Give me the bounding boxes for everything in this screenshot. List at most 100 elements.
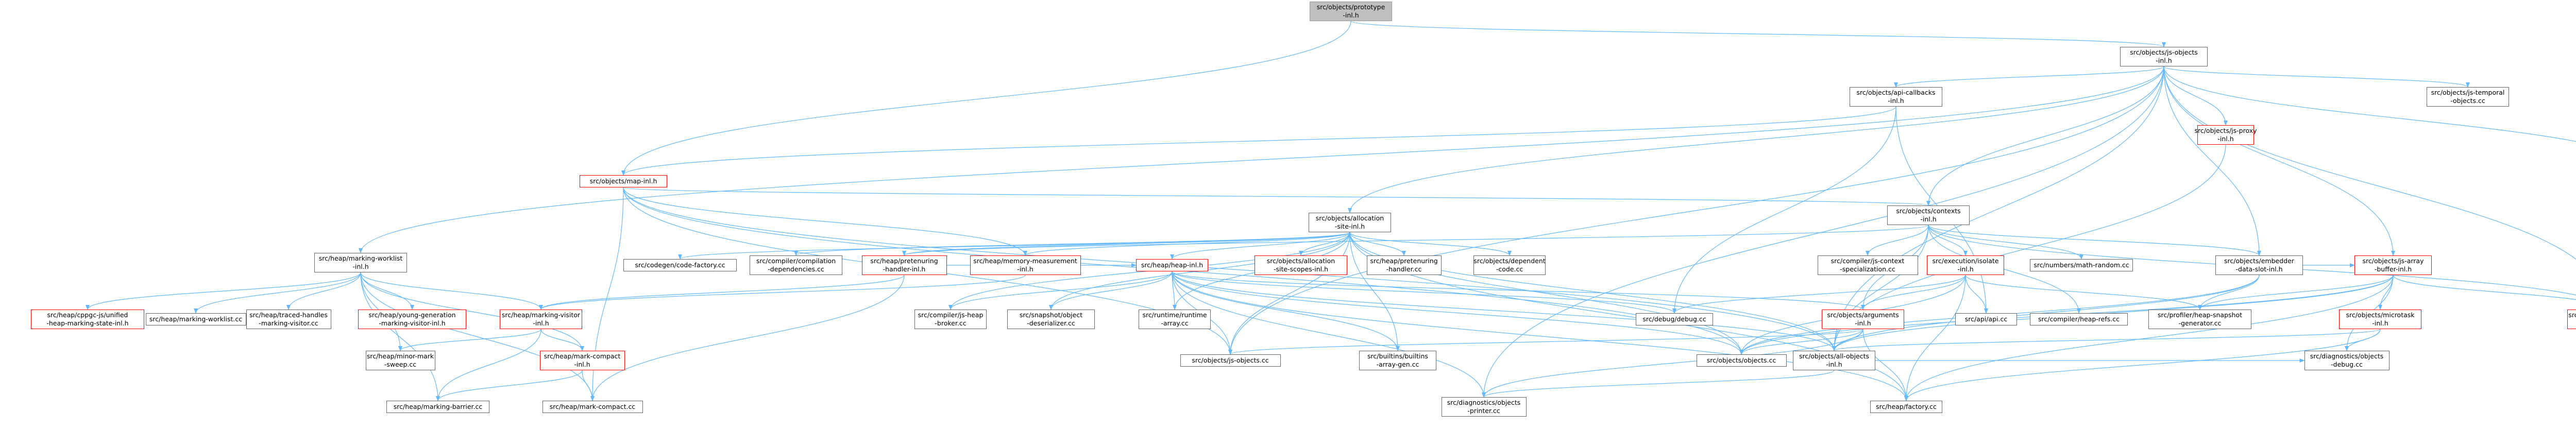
edge-root-to-jsobjects xyxy=(1350,21,2166,47)
node-label-line: src/heap/traced-handles xyxy=(249,311,328,319)
edge-jsarraybuffer-to-heapsnapshot xyxy=(2198,274,2394,310)
graph-node-heapbroker[interactable]: src/compiler/js-heap-broker.cc xyxy=(914,310,987,329)
edge-allocsite-to-heapinl xyxy=(1170,232,1350,260)
node-label-line: src/heap/factory.cc xyxy=(1876,403,1937,410)
graph-node-mapinl[interactable]: src/objects/map-inl.h xyxy=(580,175,667,187)
graph-node-heaprefs[interactable]: src/compiler/heap-refs.cc xyxy=(2030,313,2128,325)
node-label-line: -debug.cc xyxy=(2331,361,2363,368)
graph-node-jsobjectscc[interactable]: src/objects/js-objects.cc xyxy=(1180,354,1281,367)
node-label-line: src/heap/mark-compact xyxy=(544,352,621,360)
graph-node-ctxspec[interactable]: src/compiler/js-context-specialization.c… xyxy=(1817,255,1918,275)
graph-node-objectscc[interactable]: src/objects/objects.cc xyxy=(1696,354,1787,367)
edge-allocsite-to-pretenuring xyxy=(902,232,1350,256)
edge-heapinl-to-heapbroker xyxy=(948,271,1173,310)
graph-node-wasmobjects[interactable]: src/wasm/wasm-objects-inl.h xyxy=(2567,310,2576,329)
graph-node-markingworklist[interactable]: src/heap/marking-worklist-inl.h xyxy=(314,253,407,272)
edge-allocsite-to-compilerdeps xyxy=(794,232,1350,256)
graph-node-markcompactcc[interactable]: src/heap/mark-compact.cc xyxy=(542,401,643,413)
edge-markingworklist-to-pguardian xyxy=(86,272,361,310)
node-label-line: src/heap/marking-worklist.cc xyxy=(149,315,243,323)
graph-node-pguardian[interactable]: src/heap/cppgc-js/unified-heap-marking-s… xyxy=(31,310,144,329)
graph-node-allocsite[interactable]: src/objects/allocation-site-inl.h xyxy=(1309,213,1391,232)
graph-node-embedder[interactable]: src/objects/embedder-data-slot-inl.h xyxy=(2215,255,2303,275)
edge-embedder-to-heapsnapshot xyxy=(2198,274,2260,310)
edge-isolateinl-to-heapsnapshot xyxy=(1965,274,2202,310)
node-label-line: -broker.cc xyxy=(935,319,967,327)
graph-node-microtask[interactable]: src/objects/microtask-inl.h xyxy=(2339,310,2421,329)
node-label-line: src/compiler/js-context xyxy=(1831,257,1905,265)
graph-node-pretenuring[interactable]: src/heap/pretenuring-handler-inl.h xyxy=(861,255,947,275)
graph-node-heapsnapshot[interactable]: src/profiler/heap-snapshot-generator.cc xyxy=(2148,310,2251,329)
edge-isolateinl-to-factorycc xyxy=(1904,274,1966,401)
graph-node-markingvisitor[interactable]: src/heap/marking-visitor-inl.h xyxy=(500,310,582,329)
graph-node-root[interactable]: src/objects/prototype-inl.h xyxy=(1310,2,1392,21)
edge-isolateinl-to-debugdebug xyxy=(1672,274,1966,314)
node-label-line: src/objects/contexts xyxy=(1896,207,1961,215)
graph-node-builtinsarray[interactable]: src/builtins/builtins-array-gen.cc xyxy=(1359,351,1436,370)
node-label-line: src/execution/isolate xyxy=(1932,257,1999,265)
graph-node-mathrandom[interactable]: src/numbers/math-random.cc xyxy=(2030,259,2133,271)
node-label-line: src/objects/objects.cc xyxy=(1706,356,1776,364)
node-label-line: -inl.h xyxy=(1826,361,1842,368)
node-label-line: src/heap/marking-visitor xyxy=(501,311,581,319)
edge-pretenuring-to-markingvisitor xyxy=(539,274,905,310)
graph-node-heapinl[interactable]: src/heap/heap-inl.h xyxy=(1136,259,1208,271)
node-label-line: src/heap/young-generation xyxy=(368,311,456,319)
graph-node-objprinter[interactable]: src/diagnostics/objects-printer.cc xyxy=(1441,397,1527,417)
node-label-line: -inl.h xyxy=(352,263,369,270)
graph-node-mwcc[interactable]: src/heap/marking-worklist.cc xyxy=(145,313,246,325)
node-label-line: -inl.h xyxy=(1855,319,1871,327)
edge-contexts-to-ctxspec xyxy=(1866,225,1929,256)
edge-heapinl-to-objprinter xyxy=(1172,271,1486,398)
graph-node-allocscopes[interactable]: src/objects/allocation-site-scopes-inl.h xyxy=(1255,255,1347,275)
edge-allocsite-to-depcode xyxy=(1349,232,1512,256)
edge-markingvisitor-to-markcompactinl xyxy=(540,329,584,351)
graph-node-runtimearray[interactable]: src/runtime/runtime-array.cc xyxy=(1139,310,1211,329)
node-label-line: src/builtins/builtins xyxy=(1367,352,1428,360)
node-label-line: src/objects/js-objects.cc xyxy=(1192,356,1269,364)
graph-node-argumentsinl[interactable]: src/objects/arguments-inl.h xyxy=(1822,310,1904,329)
graph-node-contexts[interactable]: src/objects/contexts-inl.h xyxy=(1887,205,1970,225)
graph-node-depcode[interactable]: src/objects/dependent-code.cc xyxy=(1473,255,1546,275)
graph-node-jsproxy[interactable]: src/objects/js-proxy-inl.h xyxy=(2194,125,2257,145)
edge-markingworklist-to-markingvisitor xyxy=(360,272,543,310)
graph-node-debugdebug[interactable]: src/debug/debug.cc xyxy=(1636,313,1713,325)
node-label-line: -inl.h xyxy=(533,319,549,327)
graph-node-factorycc[interactable]: src/heap/factory.cc xyxy=(1870,401,1942,413)
node-label-line: src/heap/pretenuring xyxy=(870,257,938,265)
graph-node-compilerdeps[interactable]: src/compiler/compilation-dependencies.cc xyxy=(750,255,842,275)
graph-node-codefactory[interactable]: src/codegen/code-factory.cc xyxy=(623,259,737,271)
graph-node-allobjects[interactable]: src/objects/all-objects-inl.h xyxy=(1793,351,1875,370)
graph-node-markingbarrier[interactable]: src/heap/marking-barrier.cc xyxy=(386,401,489,413)
edge-argumentsinl-to-factorycc xyxy=(1862,329,1908,401)
node-label-line: src/runtime/runtime xyxy=(1142,311,1207,319)
node-label-line: src/debug/debug.cc xyxy=(1642,315,1706,323)
node-label-line: src/heap/minor-mark xyxy=(366,352,434,360)
edge-argumentsinl-to-objectscc xyxy=(1739,329,1863,355)
node-label-line: -inl.h xyxy=(1957,265,1974,273)
graph-node-apicc[interactable]: src/api/api.cc xyxy=(1955,313,2017,325)
graph-node-memmeasure[interactable]: src/heap/memory-measurement-inl.h xyxy=(970,255,1081,275)
node-label-line: -printer.cc xyxy=(1467,407,1500,415)
node-label-line: src/heap/memory-measurement xyxy=(973,257,1077,265)
graph-node-objdebug[interactable]: src/diagnostics/objects-debug.cc xyxy=(2304,351,2389,370)
graph-node-minormark[interactable]: src/heap/minor-mark-sweep.cc xyxy=(365,351,435,370)
graph-node-apicallbacks[interactable]: src/objects/api-callbacks-inl.h xyxy=(1850,87,1942,107)
graph-node-snapshotdeser[interactable]: src/snapshot/object-deserializer.cc xyxy=(1007,310,1095,329)
edge-microtask-to-allobjects xyxy=(1832,329,2381,351)
node-label-line: src/codegen/code-factory.cc xyxy=(635,261,725,269)
graph-node-jsarraybuffer[interactable]: src/objects/js-array-buffer-inl.h xyxy=(2354,255,2432,275)
edge-allocsite-to-objectscc xyxy=(1349,232,1743,355)
graph-node-pretenuringcc[interactable]: src/heap/pretenuring-handler.cc xyxy=(1366,255,1442,275)
node-label-line: -inl.h xyxy=(2372,319,2388,327)
graph-node-isolateinl[interactable]: src/execution/isolate-inl.h xyxy=(1927,255,2004,275)
graph-node-younggen[interactable]: src/heap/young-generation-marking-visito… xyxy=(358,310,466,329)
node-label-line: -marking-visitor-inl.h xyxy=(379,319,446,327)
edge-jsobjects-to-jstemporal xyxy=(2163,66,2470,88)
graph-node-tracedhandles[interactable]: src/heap/traced-handles-marking-visitor.… xyxy=(246,310,331,329)
node-label-line: src/profiler/heap-snapshot xyxy=(2157,311,2243,319)
node-label-line: -array-gen.cc xyxy=(1376,361,1419,368)
graph-node-jsobjects[interactable]: src/objects/js-objects-inl.h xyxy=(2120,47,2208,66)
graph-node-markcompactinl[interactable]: src/heap/mark-compact-inl.h xyxy=(539,351,625,370)
graph-node-jstemporal[interactable]: src/objects/js-temporal-objects.cc xyxy=(2427,87,2509,107)
